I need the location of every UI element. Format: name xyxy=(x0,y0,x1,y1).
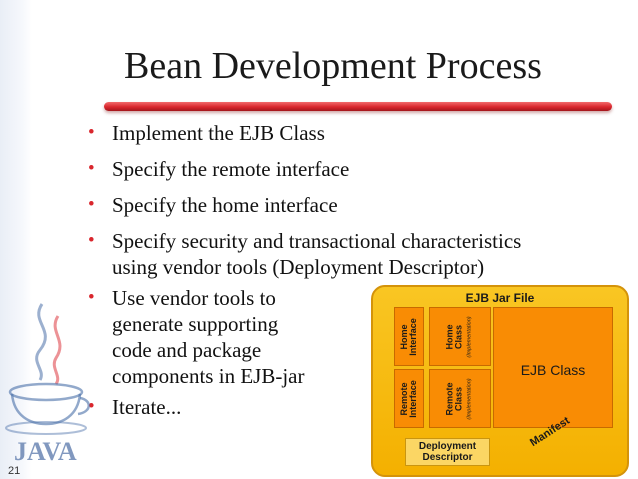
ejb-class-box: EJB Class xyxy=(493,307,613,428)
ejb-class-label: EJB Class xyxy=(520,362,586,378)
bullet-text: Specify the home interface xyxy=(112,193,338,217)
bullet-text: Iterate... xyxy=(112,395,182,419)
home-interface-box: Home Interface xyxy=(394,307,424,366)
bullet-icon: • xyxy=(88,396,95,417)
java-logo-text: JAVA xyxy=(14,437,77,466)
home-interface-label: Interface xyxy=(408,317,418,356)
remote-class-note: (Implementation) xyxy=(466,377,473,420)
bullet-text-line: Use vendor tools to xyxy=(112,286,276,310)
bullet-item: • Iterate... xyxy=(88,394,521,420)
bullet-item: • Use vendor tools to generate supportin… xyxy=(88,285,362,389)
slide-title: Bean Development Process xyxy=(124,45,542,87)
java-coffee-cup-icon: JAVA xyxy=(5,303,90,466)
bullet-icon: • xyxy=(88,230,95,251)
page-number: 21 xyxy=(8,465,21,477)
title-underline-bar xyxy=(104,102,612,111)
bullet-icon: • xyxy=(88,287,95,308)
remote-interface-label: Interface xyxy=(408,379,418,418)
bullet-item: • Specify the home interface xyxy=(88,192,521,218)
bullet-item: • Specify the remote interface xyxy=(88,156,521,182)
bullet-text-line: generate supporting xyxy=(112,312,279,336)
deployment-descriptor-box: Deployment Descriptor xyxy=(405,438,490,466)
remote-interface-box: Remote Interface xyxy=(394,369,424,428)
bullet-icon: • xyxy=(88,122,95,143)
bullet-text-line: Specify security and transactional chara… xyxy=(112,229,522,253)
bullet-text: Implement the EJB Class xyxy=(112,121,325,145)
remote-class-box: Remote Class (Implementation) xyxy=(429,369,491,428)
home-class-note: (Implementation) xyxy=(466,315,473,358)
bullet-text-line: using vendor tools (Deployment Descripto… xyxy=(112,255,485,279)
jar-file-label: EJB Jar File xyxy=(465,291,535,305)
bullet-icon: • xyxy=(88,194,95,215)
ejb-jar-diagram: EJB Jar File Home Interface Home Class (… xyxy=(371,285,629,477)
bullet-list: • Implement the EJB Class • Specify the … xyxy=(88,120,521,420)
bullet-item: • Implement the EJB Class xyxy=(88,120,521,146)
bullet-text-line: code and package xyxy=(112,338,262,362)
home-class-box: Home Class (Implementation) xyxy=(429,307,491,366)
bullet-text: Specify the remote interface xyxy=(112,157,350,181)
home-class-label: Class xyxy=(453,324,464,349)
deployment-descriptor-label: Descriptor xyxy=(422,452,473,463)
remote-class-label: Class xyxy=(453,386,464,411)
bullet-icon: • xyxy=(88,158,95,179)
bullet-item: • Specify security and transactional cha… xyxy=(88,228,521,280)
bullet-text-line: components in EJB-jar xyxy=(112,364,305,388)
deployment-descriptor-label: Deployment xyxy=(418,441,477,452)
